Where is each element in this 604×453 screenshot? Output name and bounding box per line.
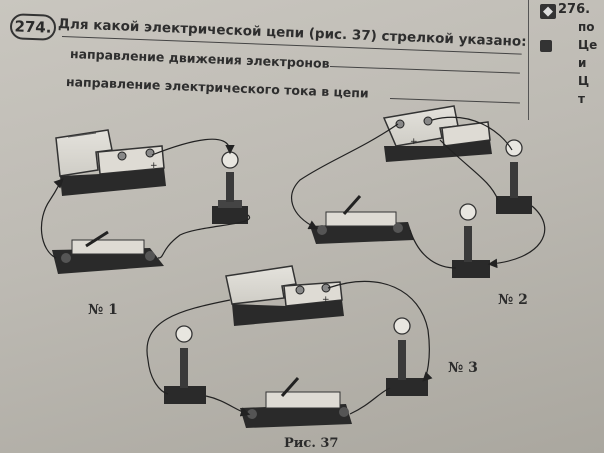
- lamp-2b-icon: [452, 203, 490, 278]
- side-task-number: 276.: [558, 2, 591, 17]
- lamp-3b-icon: [386, 317, 428, 396]
- switch-1-icon: [52, 230, 164, 274]
- svg-text:+: +: [410, 137, 418, 147]
- lamp-1-icon: [212, 151, 248, 224]
- next-page-edge: [528, 0, 604, 120]
- battery-3-icon: +: [225, 265, 344, 326]
- battery-2-icon: +: [382, 105, 492, 162]
- circuit-1-label: № 1: [88, 302, 118, 318]
- side-text-2: Це: [578, 38, 598, 52]
- side-text-3: и: [578, 56, 587, 70]
- circuit-1: +: [40, 129, 251, 274]
- switch-3-icon: [240, 377, 352, 428]
- circuit-3-label: № 3: [448, 360, 478, 376]
- lamp-2a-icon: [496, 139, 532, 214]
- circuit-2: +: [291, 105, 546, 278]
- svg-text:+: +: [322, 295, 330, 305]
- side-text-4: Ц: [578, 74, 590, 88]
- side-text-1: по: [578, 20, 595, 34]
- lamp-3a-icon: [164, 325, 206, 404]
- battery-1-icon: +: [55, 129, 166, 196]
- circuit-2-label: № 2: [498, 292, 528, 308]
- side-task-badge-icon: ◆: [540, 4, 556, 19]
- side-text-5: т: [578, 92, 585, 106]
- svg-text:+: +: [150, 161, 158, 171]
- side-bullet-icon: [540, 40, 552, 52]
- figure-caption: Рис. 37: [284, 436, 339, 451]
- switch-2-icon: [310, 195, 414, 244]
- circuit-3: +: [146, 265, 433, 428]
